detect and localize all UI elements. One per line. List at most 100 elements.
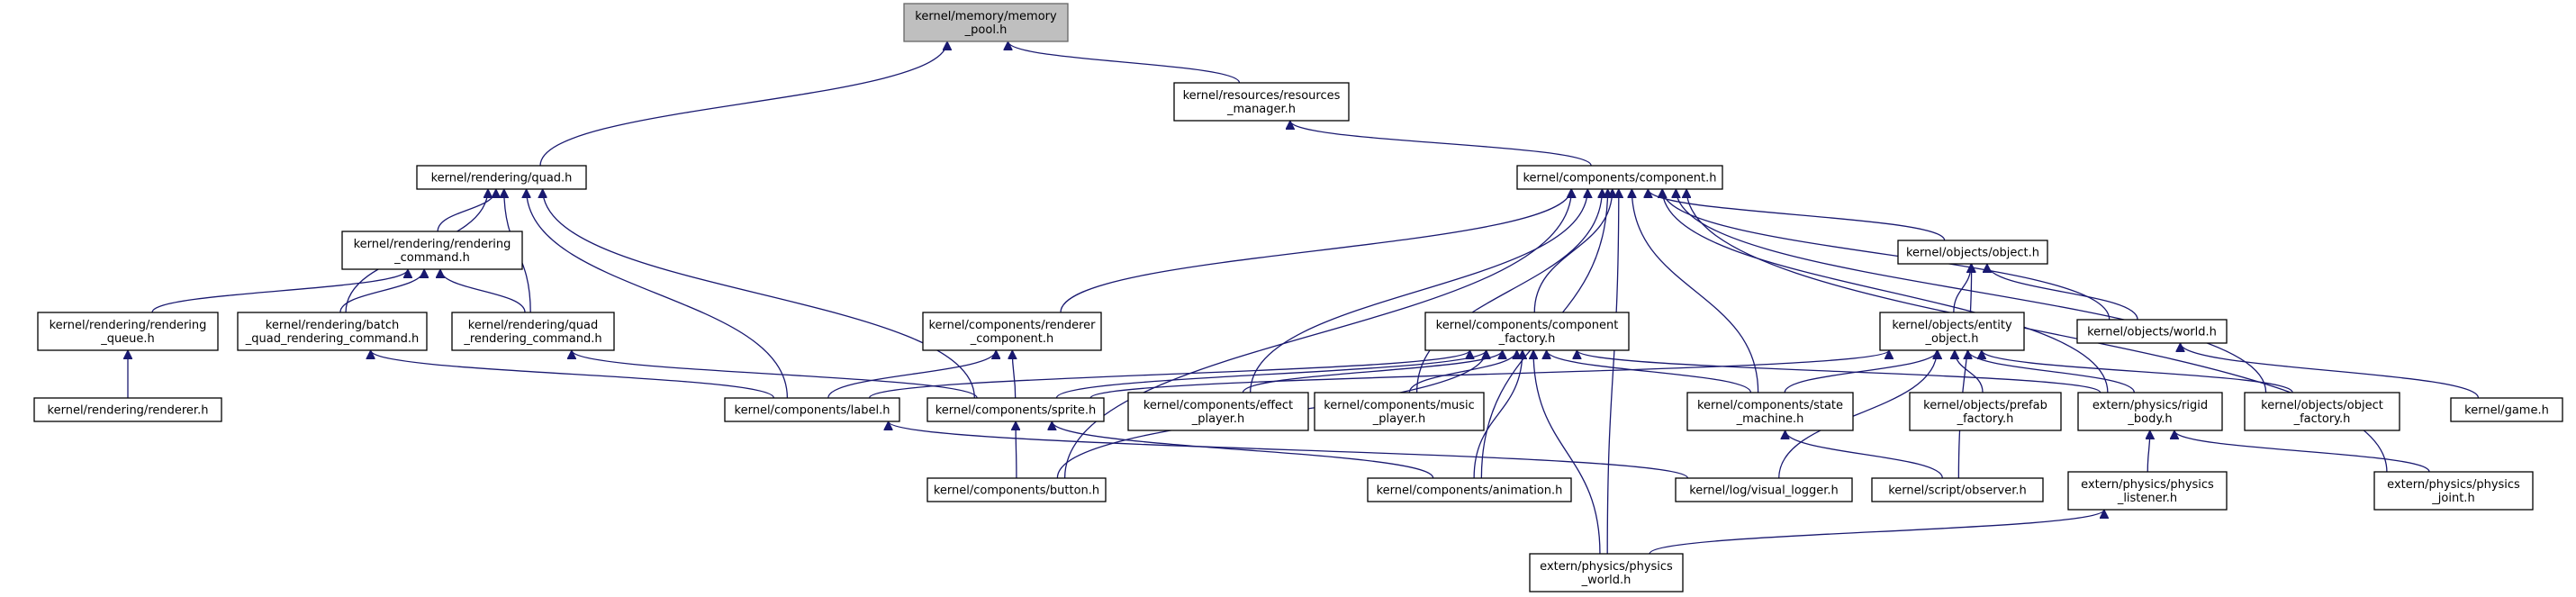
node-music-player-label-line-1: kernel/components/music bbox=[1324, 399, 1475, 412]
edge-visual-logger-to-entity-object bbox=[1778, 350, 1938, 479]
node-renderer-component-label-line-1: kernel/components/renderer bbox=[928, 319, 1096, 332]
node-label-box bbox=[724, 397, 900, 422]
edge-rendering-queue-to-rendering-command bbox=[151, 268, 408, 313]
node-physics-listener[interactable]: extern/physics/physics_listener.h bbox=[2067, 471, 2228, 511]
node-quad-rendering-command[interactable]: kernel/rendering/quad_rendering_command.… bbox=[451, 312, 615, 351]
edge-label-to-batch-quad bbox=[371, 349, 775, 399]
edge-observer-to-state-machine bbox=[1785, 430, 1944, 479]
edge-sprite-to-entity-object bbox=[1089, 349, 1889, 399]
edge-effect-player-to-component bbox=[1250, 189, 1588, 393]
edge-batch-quad-to-rendering-command bbox=[339, 268, 424, 313]
node-visual-logger[interactable]: kernel/log/visual_logger.h bbox=[1675, 477, 1853, 502]
edge-physics-world-to-physics-listener bbox=[1649, 509, 2104, 555]
node-entity-object-label-line-1: kernel/objects/entity bbox=[1892, 319, 2012, 332]
node-label-label-line-1: kernel/components/label.h bbox=[735, 404, 890, 418]
node-observer-label-line-1: kernel/script/observer.h bbox=[1888, 484, 2027, 498]
node-quad[interactable]: kernel/rendering/quad.h bbox=[416, 165, 587, 190]
node-renderer[interactable]: kernel/rendering/renderer.h bbox=[33, 397, 222, 422]
edge-world-to-object bbox=[1987, 263, 2138, 321]
edge-game-to-world bbox=[2181, 342, 2480, 399]
edge-rigid-body-to-component-factory bbox=[1577, 349, 2101, 393]
node-observer[interactable]: kernel/script/observer.h bbox=[1871, 477, 2044, 502]
node-physics-joint-box bbox=[2373, 471, 2534, 511]
node-object[interactable]: kernel/objects/object.h bbox=[1897, 240, 2048, 265]
node-physics-world-box bbox=[1529, 553, 1684, 592]
node-batch-quad-label-line-2: _quad_rendering_command.h bbox=[245, 332, 419, 346]
node-state-machine[interactable]: kernel/components/state_machine.h bbox=[1686, 392, 1854, 431]
edge-renderer-component-to-component bbox=[1060, 189, 1571, 313]
node-physics-world-label-line-1: extern/physics/physics bbox=[1540, 560, 1673, 574]
node-music-player-label-line-2: _player.h bbox=[1372, 412, 1426, 426]
node-resources-manager-label-line-2: _manager.h bbox=[1226, 103, 1296, 116]
node-physics-listener-label-line-2: _listener.h bbox=[2117, 492, 2177, 505]
node-rendering-queue-label-line-2: _queue.h bbox=[100, 332, 155, 346]
node-visual-logger-box bbox=[1675, 477, 1853, 502]
node-animation-label-line-1: kernel/components/animation.h bbox=[1377, 484, 1563, 498]
node-rigid-body[interactable]: extern/physics/rigid_body.h bbox=[2077, 392, 2223, 431]
node-renderer-label-line-1: kernel/rendering/renderer.h bbox=[48, 404, 209, 418]
edge-music-player-to-component bbox=[1415, 189, 1603, 393]
node-rigid-body-label-line-1: extern/physics/rigid bbox=[2092, 399, 2208, 412]
node-entity-object[interactable]: kernel/objects/entity_object.h bbox=[1879, 312, 2025, 351]
edge-resources-manager-to-memory-pool bbox=[1008, 41, 1241, 84]
edge-label-to-renderer-component bbox=[827, 349, 996, 399]
node-state-machine-box bbox=[1686, 392, 1854, 431]
node-rendering-command[interactable]: kernel/rendering/rendering_command.h bbox=[341, 231, 523, 270]
node-animation[interactable]: kernel/components/animation.h bbox=[1367, 477, 1572, 502]
node-quad-rendering-command-label-line-2: _rendering_command.h bbox=[463, 332, 601, 346]
edge-animation-to-component-factory bbox=[1473, 350, 1523, 479]
node-sprite-box bbox=[926, 397, 1105, 422]
edge-sprite-to-component-factory bbox=[1055, 349, 1486, 399]
edge-music-player-to-component-factory bbox=[1408, 349, 1516, 393]
node-effect-player[interactable]: kernel/components/effect_player.h bbox=[1127, 392, 1309, 431]
node-renderer-component[interactable]: kernel/components/renderer_component.h bbox=[922, 312, 1102, 351]
node-prefab-factory[interactable]: kernel/objects/prefab_factory.h bbox=[1909, 392, 2062, 431]
edge-rigid-body-to-component bbox=[1662, 189, 2109, 393]
edge-rigid-body-to-entity-object bbox=[1968, 349, 2136, 393]
edge-visual-logger-to-label bbox=[889, 421, 1689, 479]
edge-button-to-component bbox=[1063, 189, 1572, 479]
node-prefab-factory-box bbox=[1909, 392, 2062, 431]
node-renderer-component-label-line-2: _component.h bbox=[970, 332, 1053, 346]
node-physics-listener-label-line-1: extern/physics/physics bbox=[2081, 478, 2214, 492]
node-component-factory[interactable]: kernel/components/component_factory.h bbox=[1424, 312, 1630, 351]
node-resources-manager-label-line-1: kernel/resources/resources bbox=[1183, 89, 1341, 103]
edge-sprite-to-renderer-component bbox=[1012, 350, 1015, 399]
node-world[interactable]: kernel/objects/world.h bbox=[2076, 319, 2228, 344]
node-button[interactable]: kernel/components/button.h bbox=[926, 477, 1107, 502]
node-component[interactable]: kernel/components/component.h bbox=[1516, 165, 1723, 190]
node-rendering-command-box bbox=[341, 231, 523, 270]
node-physics-joint-label-line-1: extern/physics/physics bbox=[2387, 478, 2520, 492]
node-state-machine-label-line-2: _machine.h bbox=[1736, 412, 1804, 426]
edge-state-machine-to-entity-object bbox=[1784, 349, 1938, 393]
node-observer-box bbox=[1871, 477, 2044, 502]
node-sprite[interactable]: kernel/components/sprite.h bbox=[926, 397, 1105, 422]
node-batch-quad[interactable]: kernel/rendering/batch_quad_rendering_co… bbox=[237, 312, 428, 351]
node-object-factory[interactable]: kernel/objects/object_factory.h bbox=[2244, 392, 2400, 431]
node-music-player-box bbox=[1314, 392, 1485, 431]
edge-physics-world-to-component-factory bbox=[1533, 350, 1601, 555]
node-object-factory-box bbox=[2244, 392, 2400, 431]
node-resources-manager-box bbox=[1173, 82, 1350, 122]
node-game[interactable]: kernel/game.h bbox=[2450, 397, 2563, 422]
file-nodes: kernel/memory/memory_pool.h kernel/resour… bbox=[33, 3, 2563, 592]
node-physics-world[interactable]: extern/physics/physics_world.h bbox=[1529, 553, 1684, 592]
node-physics-joint-label-line-2: _joint.h bbox=[2431, 492, 2474, 505]
node-rigid-body-label-line-2: _body.h bbox=[2127, 412, 2172, 426]
node-memory-pool[interactable]: kernel/memory/memory_pool.h bbox=[903, 3, 1069, 42]
node-resources-manager[interactable]: kernel/resources/resources_manager.h bbox=[1173, 82, 1350, 122]
node-object-label-line-1: kernel/objects/object.h bbox=[1906, 247, 2039, 260]
node-game-box bbox=[2450, 397, 2563, 422]
node-effect-player-label-line-2: _player.h bbox=[1191, 412, 1245, 426]
node-rendering-queue[interactable]: kernel/rendering/rendering_queue.h bbox=[37, 312, 219, 351]
node-effect-player-label-line-1: kernel/components/effect bbox=[1143, 399, 1293, 412]
node-music-player[interactable]: kernel/components/music_player.h bbox=[1314, 392, 1485, 431]
edge-sprite-to-quad bbox=[543, 189, 975, 399]
node-rendering-queue-box bbox=[37, 312, 219, 351]
node-object-factory-label-line-1: kernel/objects/object bbox=[2261, 399, 2383, 412]
node-component-label-line-1: kernel/components/component.h bbox=[1523, 172, 1716, 185]
node-label[interactable]: kernel/components/label.h bbox=[724, 397, 900, 422]
edge-physics-joint-to-rigid-body bbox=[2174, 430, 2430, 473]
node-physics-joint[interactable]: extern/physics/physics_joint.h bbox=[2373, 471, 2534, 511]
node-prefab-factory-label-line-1: kernel/objects/prefab bbox=[1923, 399, 2047, 412]
